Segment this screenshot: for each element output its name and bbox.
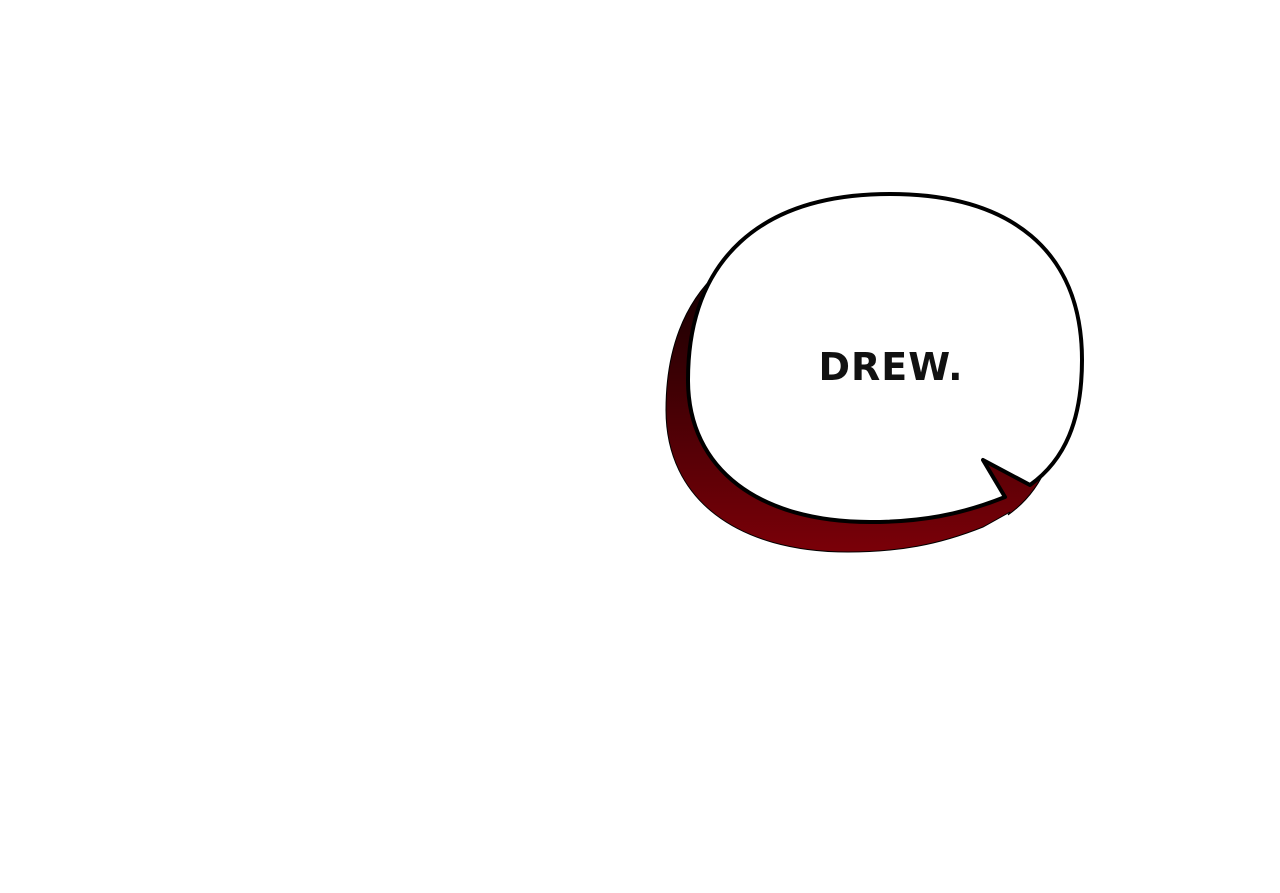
speech-bubble-text: DREW. [818, 345, 963, 389]
speech-bubble-body [686, 192, 1084, 524]
speech-bubble: DREW. [665, 192, 1084, 553]
